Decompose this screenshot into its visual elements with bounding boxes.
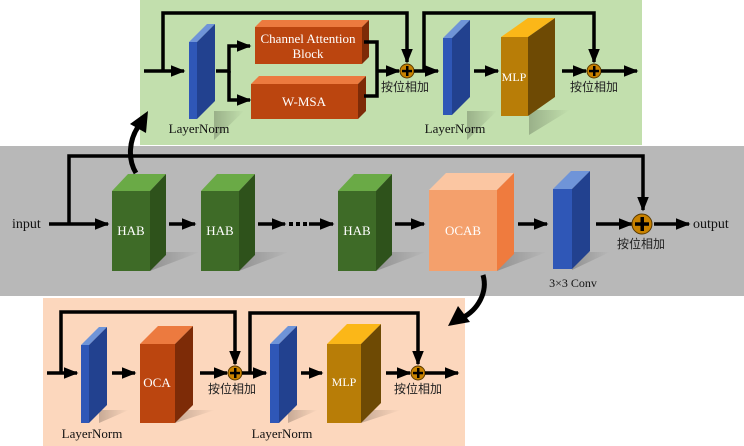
hab-layernorm-1-label: LayerNorm: [169, 121, 230, 136]
main-pipeline: input HAB HAB: [12, 154, 729, 290]
ocab-add-node-2: [410, 365, 426, 381]
ocab-add-label-1: 按位相加: [208, 381, 256, 396]
ellipsis-dots: [289, 222, 307, 226]
conv-label: 3×3 Conv: [549, 276, 597, 290]
input-label: input: [12, 217, 41, 232]
ocab-add-node-1: [227, 365, 243, 381]
w-msa-block: [251, 76, 366, 119]
ocab-layernorm-2-label: LayerNorm: [252, 426, 313, 441]
hab-merge-line-cab: [364, 40, 379, 71]
cab-label-line1: Channel Attention: [261, 31, 356, 46]
ocab-detail: LayerNorm OCA 按位相加 LayerNorm: [47, 310, 460, 441]
ocab-skip-connection-1: [59, 310, 241, 373]
hab-block-1: [112, 174, 200, 271]
hab-add-node-1: [399, 63, 415, 79]
global-skip-connection: [67, 154, 649, 224]
ocab-mlp-label: MLP: [332, 375, 357, 389]
hab-layernorm-2-label: LayerNorm: [425, 121, 486, 136]
ocab-skip-connection-2: [248, 311, 424, 373]
main-add-node: [631, 213, 653, 235]
hab-skip-connection-2: [422, 11, 600, 71]
hab-block-2: [201, 174, 289, 271]
oca-block: [140, 326, 215, 423]
hab-layernorm-2: [443, 20, 497, 140]
ocab-layernorm-1-label: LayerNorm: [62, 426, 123, 441]
hab-block-3: [338, 174, 426, 271]
hab-3-label: HAB: [343, 223, 371, 238]
hab-skip-connection-1: [161, 11, 413, 71]
main-add-label: 按位相加: [617, 236, 665, 251]
channel-attention-block: [255, 20, 369, 64]
hab-detail: LayerNorm Channel Attention Block W-MSA: [144, 11, 639, 140]
ocab-add-label-2: 按位相加: [394, 381, 442, 396]
expand-arrow-hab: [128, 111, 148, 175]
expand-arrow-ocab: [448, 274, 487, 326]
hab-split-arrow-wmsa: [227, 71, 252, 106]
ocab-label: OCAB: [445, 223, 481, 238]
hab-split-arrow-cab: [216, 40, 252, 73]
ocab-layernorm-1: [81, 327, 129, 423]
oca-label: OCA: [143, 375, 171, 390]
conv-3x3-block: [553, 171, 610, 270]
hab-add-node-2: [586, 63, 602, 79]
ocab-layernorm-2: [270, 326, 318, 423]
hab-add-label-2: 按位相加: [570, 79, 618, 94]
ocab-block: [429, 173, 547, 271]
output-label: output: [693, 217, 729, 232]
hab-2-label: HAB: [206, 223, 234, 238]
hab-add-label-1: 按位相加: [381, 79, 429, 94]
hab-mlp-block: [501, 18, 570, 135]
cab-label-line2: Block: [292, 46, 324, 61]
hab-mlp-label: MLP: [502, 70, 527, 84]
hab-1-label: HAB: [117, 223, 145, 238]
hab-merge-line-wmsa: [364, 71, 379, 98]
wmsa-label: W-MSA: [282, 94, 327, 109]
ocab-mlp-block: [327, 324, 401, 423]
hab-layernorm-1: [189, 24, 244, 140]
